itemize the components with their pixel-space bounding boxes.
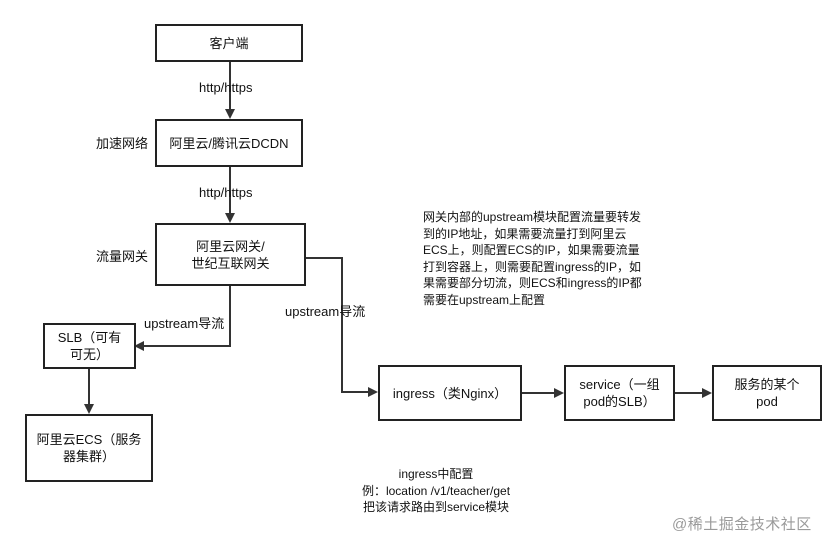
client-box: 客户端 (155, 24, 303, 62)
side-label-acceleration: 加速网络 (96, 136, 149, 151)
client-label: 客户端 (209, 35, 249, 51)
ecs-label: 阿里云ECS（服务 器集群） (36, 432, 142, 464)
service-label: service（一组 pod的SLB） (579, 377, 660, 409)
arrow-gateway-to-slb (134, 286, 231, 351)
pod-label: 服务的某个 pod (734, 377, 800, 409)
side-label-traffic-gateway: 流量网关 (96, 249, 149, 264)
ingress-label: ingress（类Nginx） (392, 385, 508, 401)
slb-box: SLB（可有 可无） (43, 323, 136, 369)
upstream-note: 网关内部的upstream模块配置流量要转发 到的IP地址，如果需要流量打到阿里… (423, 210, 642, 307)
pod-box: 服务的某个 pod (712, 365, 822, 421)
edge-label-client-to-cdn: http/https (199, 80, 253, 95)
ecs-box: 阿里云ECS（服务 器集群） (25, 414, 153, 482)
ingress-box: ingress（类Nginx） (378, 365, 522, 421)
slb-label: SLB（可有 可无） (57, 330, 122, 362)
watermark: @稀土掘金技术社区 (672, 516, 812, 533)
cdn-box: 阿里云/腾讯云DCDN (155, 119, 303, 167)
edge-label-cdn-to-gateway: http/https (199, 185, 253, 200)
service-box: service（一组 pod的SLB） (564, 365, 675, 421)
edge-label-gateway-to-slb: upstream导流 (144, 316, 225, 331)
gateway-box: 阿里云网关/ 世纪互联网关 (155, 223, 306, 286)
gateway-label: 阿里云网关/ 世纪互联网关 (191, 238, 270, 271)
ingress-note: ingress中配置 例：location /v1/teacher/get 把该… (361, 467, 511, 514)
arrow-gateway-to-ingress (306, 257, 378, 397)
edge-label-gateway-to-ingress: upstream导流 (285, 304, 366, 319)
cdn-label: 阿里云/腾讯云DCDN (169, 135, 289, 151)
